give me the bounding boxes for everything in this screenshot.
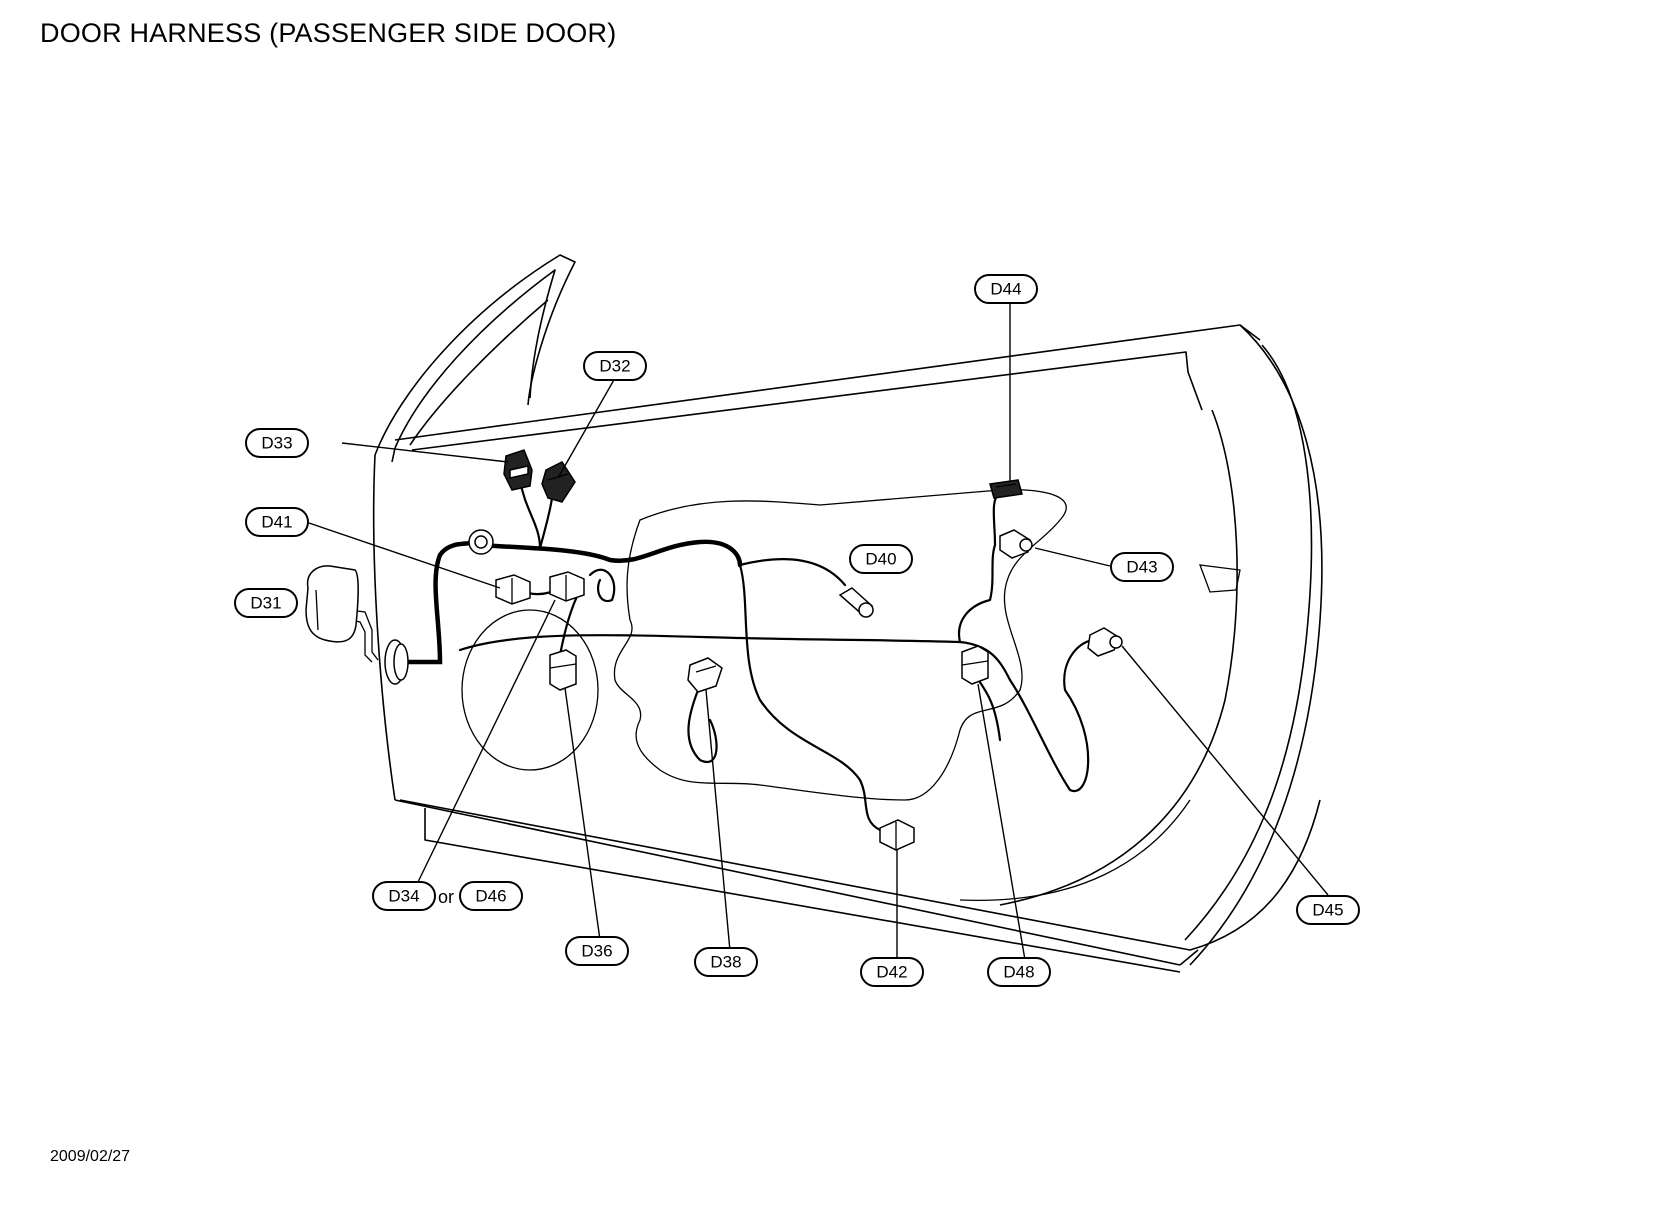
callout-d42: D42 <box>860 957 924 987</box>
svg-text:D45: D45 <box>1312 901 1343 920</box>
svg-text:D42: D42 <box>876 963 907 982</box>
connector-d40[interactable] <box>838 587 874 618</box>
date-stamp: 2009/02/27 <box>50 1148 131 1165</box>
connector-d33[interactable] <box>503 449 533 491</box>
callout-d40: D40 <box>849 544 913 574</box>
door-outline <box>372 254 1323 973</box>
connector-d36[interactable] <box>549 649 577 691</box>
callout-d32: D32 <box>583 351 647 381</box>
connector-d34-d46[interactable] <box>549 571 585 602</box>
callout-d46: D46 <box>459 881 523 911</box>
connector-d45[interactable] <box>1087 627 1123 657</box>
svg-text:D46: D46 <box>475 887 506 906</box>
svg-text:D44: D44 <box>990 280 1021 299</box>
svg-text:D34: D34 <box>388 887 419 906</box>
connector-d42[interactable] <box>879 819 915 851</box>
connector-d44[interactable] <box>989 479 1023 499</box>
connector-d48[interactable] <box>961 645 989 685</box>
leader-lines <box>308 302 1329 961</box>
connector-d41[interactable] <box>495 574 531 605</box>
callout-d34: D34 <box>372 881 436 911</box>
callout-d44: D44 <box>974 274 1038 304</box>
svg-text:D33: D33 <box>261 434 292 453</box>
callout-d43: D43 <box>1110 552 1174 582</box>
or-text: or <box>438 887 454 907</box>
svg-text:D38: D38 <box>710 953 741 972</box>
grommet <box>384 639 409 685</box>
svg-text:D36: D36 <box>581 942 612 961</box>
svg-text:D31: D31 <box>250 594 281 613</box>
connector-d32[interactable] <box>541 461 576 503</box>
connector-d38[interactable] <box>687 657 723 693</box>
inner-panel-cutout <box>613 489 1067 801</box>
ring-grommet <box>468 529 494 555</box>
svg-text:D41: D41 <box>261 513 292 532</box>
page-title: DOOR HARNESS (PASSENGER SIDE DOOR) <box>40 18 617 48</box>
svg-text:D32: D32 <box>599 357 630 376</box>
callout-d48: D48 <box>987 957 1051 987</box>
speaker-opening <box>461 609 599 771</box>
svg-text:D48: D48 <box>1003 963 1034 982</box>
callout-d36: D36 <box>565 936 629 966</box>
callout-d33: D33 <box>245 428 309 458</box>
callout-d45: D45 <box>1296 895 1360 925</box>
callout-d41: D41 <box>245 507 309 537</box>
svg-text:D43: D43 <box>1126 558 1157 577</box>
svg-text:D40: D40 <box>865 550 896 569</box>
callout-d31: D31 <box>234 588 298 618</box>
callout-d38: D38 <box>694 947 758 977</box>
connector-d43[interactable] <box>999 529 1033 559</box>
connector-d31[interactable] <box>305 565 359 643</box>
